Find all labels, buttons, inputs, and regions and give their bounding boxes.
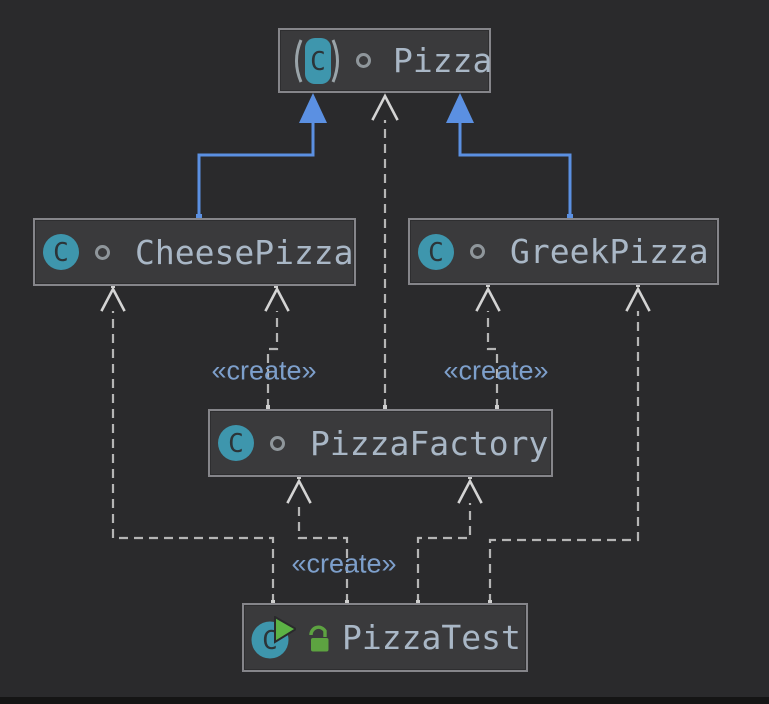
class-name: Pizza <box>393 41 493 80</box>
class-name: CheesePizza <box>135 232 354 272</box>
class-name: PizzaTest <box>342 618 521 657</box>
class-node-greekpizza[interactable]: C GreekPizza <box>408 218 719 285</box>
class-icon: C <box>218 425 254 461</box>
edge-pizzatest-create-pizzafactory[interactable] <box>286 478 349 603</box>
runnable-class-icon: C <box>251 615 296 658</box>
class-node-pizzatest[interactable]: C PizzaTest <box>242 603 528 672</box>
svg-text:C: C <box>310 47 326 77</box>
class-icon: C <box>418 233 454 270</box>
class-name: GreekPizza <box>510 232 709 271</box>
edge-pizzafactory-create-greekpizza[interactable] <box>475 286 501 408</box>
visibility-ring-icon <box>270 435 285 451</box>
class-node-cheesepizza[interactable]: C CheesePizza <box>33 218 356 286</box>
visibility-ring-icon <box>470 244 485 259</box>
canvas-bottom-edge <box>0 697 769 704</box>
edge-pizzatest-dependency-greekpizza[interactable] <box>488 286 651 603</box>
svg-text:C: C <box>228 429 244 459</box>
abstract-class-icon: C <box>295 37 339 84</box>
edge-cheesepizza-extends-pizza[interactable] <box>196 93 327 219</box>
edge-pizzatest-dependency-cheesepizza[interactable] <box>100 286 275 603</box>
visibility-ring-icon <box>356 53 371 68</box>
svg-text:C: C <box>262 626 278 656</box>
unlocked-padlock-icon <box>309 625 329 652</box>
svg-text:C: C <box>428 238 444 268</box>
visibility-ring-icon <box>95 244 110 260</box>
class-node-pizzafactory[interactable]: C PizzaFactory <box>208 409 553 477</box>
edge-pizzatest-dependency-pizzafactory[interactable] <box>416 478 483 603</box>
svg-text:C: C <box>53 238 69 268</box>
class-icon: C <box>43 234 79 270</box>
edge-greekpizza-extends-pizza[interactable] <box>446 93 573 219</box>
class-node-pizza[interactable]: C Pizza <box>278 28 493 93</box>
edge-pizzafactory-dependency-pizza[interactable] <box>371 93 399 408</box>
edge-pizzafactory-create-cheesepizza[interactable] <box>264 286 290 408</box>
class-name: PizzaFactory <box>310 423 549 463</box>
